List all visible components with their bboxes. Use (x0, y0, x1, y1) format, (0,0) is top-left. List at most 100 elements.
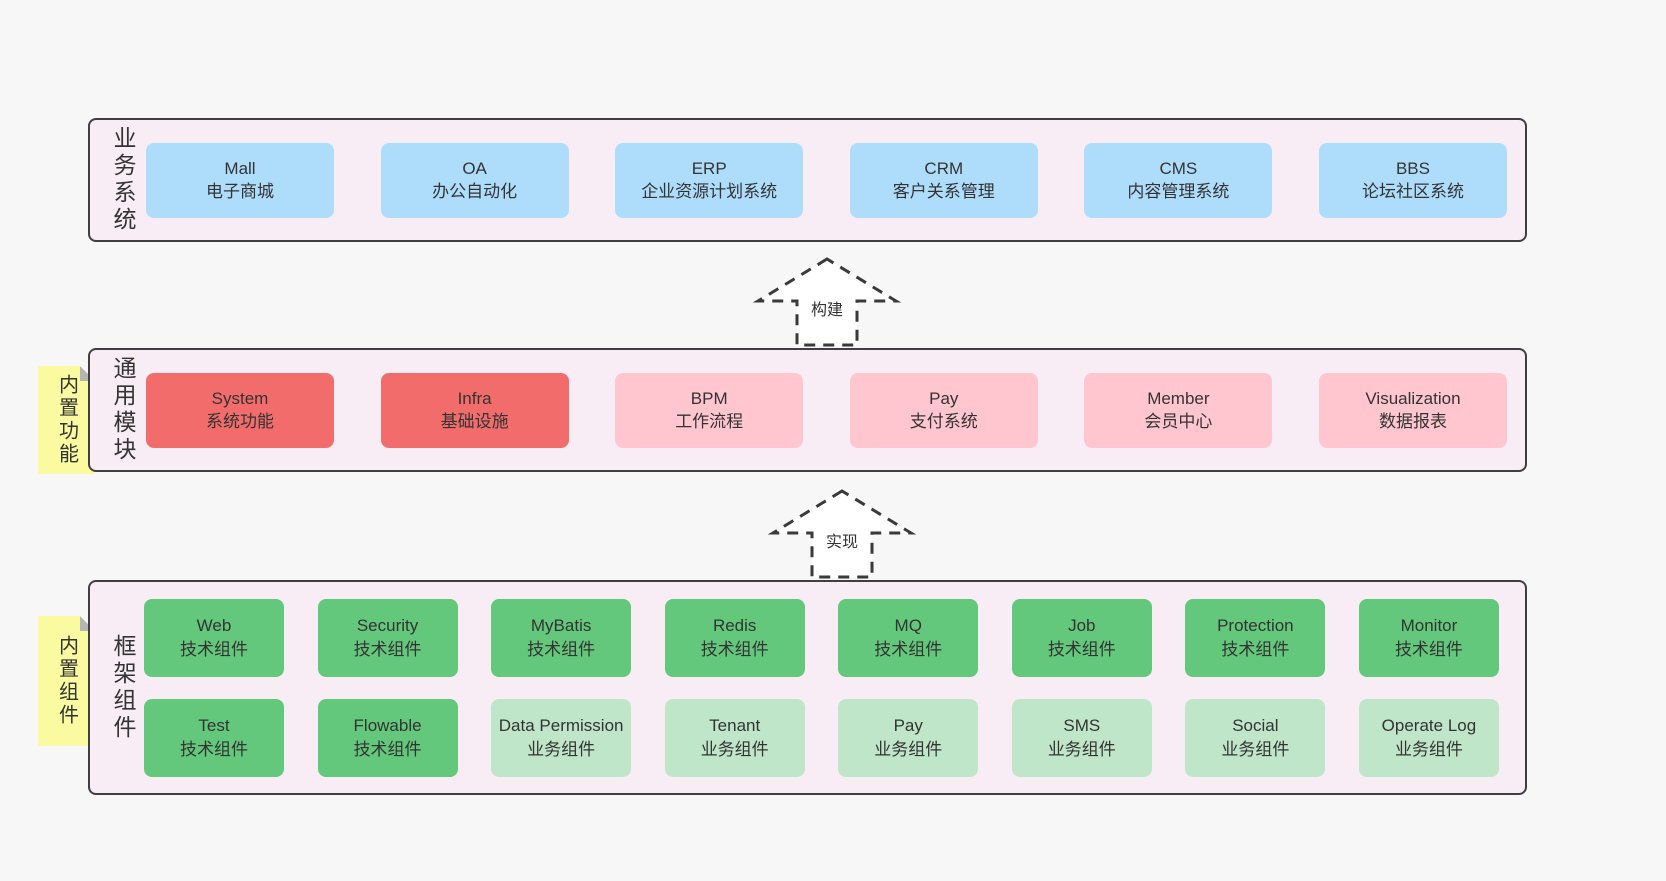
band-business-systems: 业务系统 Mall 电子商城 OA 办公自动化 ERP 企业资源计划系统 CRM… (88, 118, 1527, 242)
box-subtitle: 技术组件 (180, 739, 248, 759)
box-member: Member 会员中心 (1084, 372, 1273, 448)
dashed-up-arrow-icon (752, 257, 902, 347)
box-subtitle: 支付系统 (909, 412, 978, 431)
box-visualization: Visualization 数据报表 (1318, 372, 1507, 448)
box-subtitle: 基础设施 (440, 412, 509, 431)
box-title: Tenant (709, 716, 761, 736)
framework-components-boxes: Web 技术组件 Security 技术组件 MyBatis 技术组件 Redi… (144, 582, 1499, 793)
box-pay: Pay 支付系统 (849, 372, 1038, 448)
box-operate-log: Operate Log 业务组件 (1358, 698, 1499, 777)
box-title: Mall (224, 158, 256, 178)
box-subtitle: 技术组件 (874, 639, 943, 659)
box-title: BPM (690, 388, 728, 408)
box-cms: CMS 内容管理系统 (1084, 142, 1273, 218)
box-subtitle: 办公自动化 (432, 182, 518, 201)
box-title: Pay (893, 716, 923, 736)
box-subtitle: 业务组件 (1394, 739, 1463, 759)
box-subtitle: 企业资源计划系统 (641, 182, 778, 201)
sticky-note-built-in-components: 内置组件 (38, 616, 95, 746)
dashed-up-arrow-icon (767, 489, 917, 579)
box-title: Monitor (1400, 616, 1458, 636)
box-sms: SMS 业务组件 (1011, 698, 1152, 777)
box-subtitle: 电子商城 (206, 182, 274, 201)
box-tenant: Tenant 业务组件 (664, 698, 805, 777)
box-title: OA (462, 158, 487, 178)
box-title: Job (1068, 616, 1096, 636)
box-security: Security 技术组件 (317, 598, 458, 677)
box-test: Test 技术组件 (144, 698, 284, 777)
box-mall: Mall 电子商城 (146, 142, 334, 218)
box-title: SMS (1063, 716, 1101, 736)
box-bbs: BBS 论坛社区系统 (1318, 142, 1507, 218)
box-subtitle: 工作流程 (675, 412, 744, 431)
box-subtitle: 技术组件 (180, 639, 248, 659)
arrow-build: 构建 (752, 256, 902, 348)
box-subtitle: 业务组件 (1047, 739, 1116, 759)
box-subtitle: 技术组件 (527, 639, 596, 659)
box-subtitle: 业务组件 (1221, 739, 1290, 759)
box-subtitle: 技术组件 (353, 639, 422, 659)
box-subtitle: 内容管理系统 (1127, 182, 1230, 201)
box-subtitle: 数据报表 (1378, 412, 1447, 431)
box-title: CMS (1159, 158, 1198, 178)
box-title: Flowable (353, 716, 422, 736)
arrow-implement-label: 实现 (825, 534, 858, 551)
arrow-build-label: 构建 (810, 302, 843, 319)
box-title: Data Permission (498, 716, 624, 736)
box-subtitle: 技术组件 (353, 739, 422, 759)
box-crm: CRM 客户关系管理 (849, 142, 1038, 218)
box-monitor: Monitor 技术组件 (1358, 598, 1499, 677)
box-title: Redis (712, 616, 757, 636)
box-system: System 系统功能 (146, 372, 334, 448)
box-mybatis: MyBatis 技术组件 (491, 598, 632, 677)
band-label-common-modules: 通用模块 (110, 356, 136, 464)
sticky-note-built-in-features: 内置功能 (38, 366, 95, 474)
box-title: MyBatis (530, 616, 592, 636)
box-title: Pay (929, 388, 959, 408)
box-title: Operate Log (1381, 716, 1477, 736)
box-subtitle: 技术组件 (1047, 639, 1116, 659)
box-redis: Redis 技术组件 (664, 598, 805, 677)
sticky-note-label: 内置组件 (55, 635, 78, 727)
box-pay-component: Pay 业务组件 (838, 698, 979, 777)
box-oa: OA 办公自动化 (380, 142, 569, 218)
band-label-framework-components: 框架组件 (110, 633, 136, 742)
common-modules-boxes: System 系统功能 Infra 基础设施 BPM 工作流程 Pay 支付系统… (146, 350, 1507, 470)
box-title: Infra (457, 388, 492, 408)
box-title: CRM (924, 158, 964, 178)
box-social: Social 业务组件 (1185, 698, 1326, 777)
box-subtitle: 论坛社区系统 (1361, 182, 1464, 201)
box-title: Visualization (1365, 388, 1461, 408)
box-job: Job 技术组件 (1011, 598, 1152, 677)
box-title: ERP (691, 158, 727, 178)
box-title: Web (196, 616, 232, 636)
sticky-note-label: 内置功能 (55, 374, 78, 466)
box-subtitle: 业务组件 (527, 739, 596, 759)
box-web: Web 技术组件 (144, 598, 284, 677)
box-title: Social (1232, 716, 1279, 736)
box-flowable: Flowable 技术组件 (317, 698, 458, 777)
box-subtitle: 技术组件 (1394, 639, 1463, 659)
arrow-implement: 实现 (767, 488, 917, 580)
box-title: Test (198, 716, 230, 736)
box-data-permission: Data Permission 业务组件 (491, 698, 632, 777)
box-bpm: BPM 工作流程 (615, 372, 804, 448)
band-label-business-systems: 业务系统 (110, 126, 136, 234)
box-subtitle: 客户关系管理 (892, 182, 995, 201)
box-title: Protection (1217, 616, 1294, 636)
box-infra: Infra 基础设施 (380, 372, 569, 448)
box-title: Security (356, 616, 419, 636)
box-subtitle: 系统功能 (206, 412, 274, 431)
box-protection: Protection 技术组件 (1185, 598, 1326, 677)
box-erp: ERP 企业资源计划系统 (615, 142, 804, 218)
box-subtitle: 技术组件 (1221, 639, 1290, 659)
box-subtitle: 业务组件 (874, 739, 943, 759)
box-title: Member (1147, 388, 1210, 408)
box-title: MQ (894, 616, 922, 636)
box-title: BBS (1395, 158, 1430, 178)
box-subtitle: 技术组件 (700, 639, 769, 659)
box-mq: MQ 技术组件 (838, 598, 979, 677)
box-subtitle: 会员中心 (1144, 412, 1213, 431)
band-common-modules: 通用模块 System 系统功能 Infra 基础设施 BPM 工作流程 Pay… (88, 348, 1527, 472)
